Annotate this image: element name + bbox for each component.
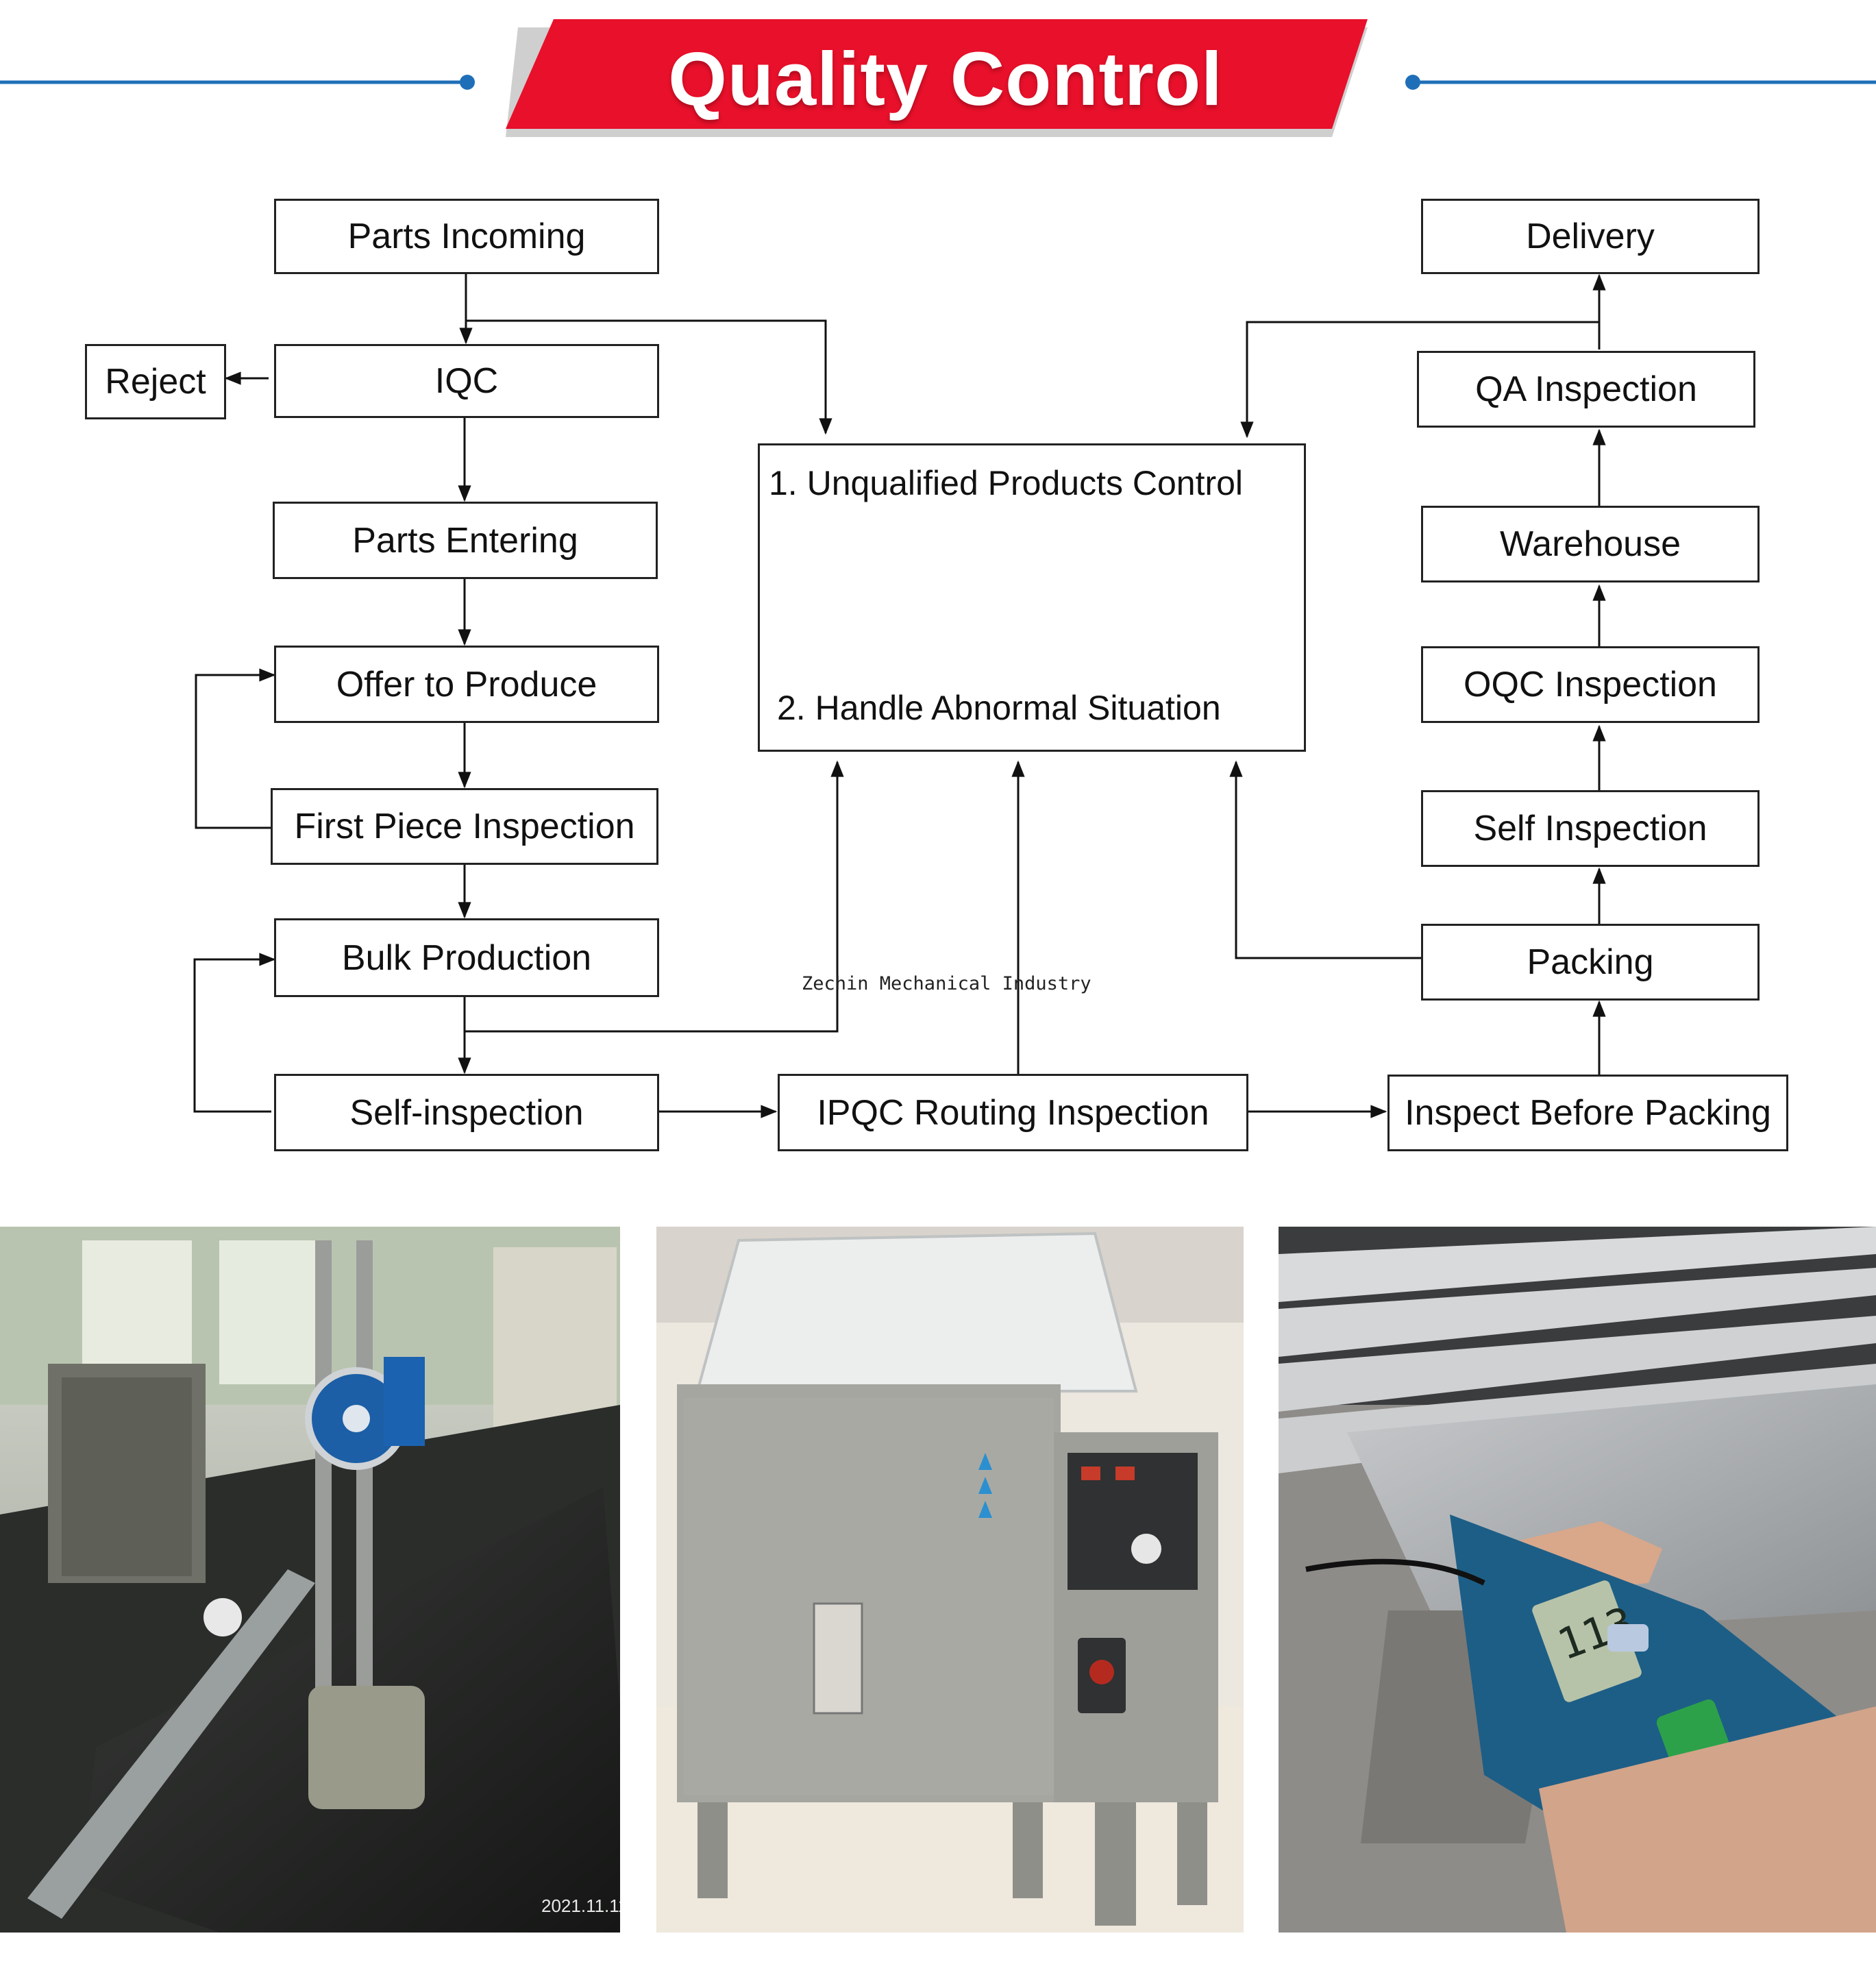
box-iqc: IQC bbox=[274, 344, 659, 418]
photo-height-gauge: 2021.11.11 15:55 bbox=[0, 1227, 620, 1933]
control-line-1: 1. Unqualified Products Control bbox=[769, 464, 1244, 502]
box-warehouse: Warehouse bbox=[1421, 506, 1760, 582]
box-oqc-inspection: OQC Inspection bbox=[1421, 646, 1760, 723]
box-parts-incoming: Parts Incoming bbox=[274, 199, 659, 274]
flowchart-connectors bbox=[193, 273, 1606, 1118]
box-delivery: Delivery bbox=[1421, 199, 1760, 274]
box-ipqc-routing-inspection-label: IPQC Routing Inspection bbox=[817, 1092, 1209, 1133]
salt-spray-chamber-illustration bbox=[656, 1227, 1244, 1933]
box-ipqc-routing-inspection: IPQC Routing Inspection bbox=[778, 1074, 1248, 1151]
box-self-inspection-left-label: Self-inspection bbox=[349, 1092, 584, 1133]
watermark: Zechin Mechanical Industry bbox=[802, 973, 1091, 994]
box-iqc-label: IQC bbox=[434, 361, 499, 401]
box-oqc-inspection-label: OQC Inspection bbox=[1464, 665, 1717, 704]
box-qa-inspection-label: QA Inspection bbox=[1475, 369, 1697, 409]
photo-timestamp: 2021.11.11 15:55 bbox=[541, 1896, 620, 1916]
box-bulk-production-label: Bulk Production bbox=[341, 937, 592, 978]
banner-graphic bbox=[0, 19, 1876, 137]
box-bulk-production: Bulk Production bbox=[274, 918, 659, 997]
thickness-meter-illustration: 113 bbox=[1279, 1227, 1876, 1933]
box-inspect-before-packing-label: Inspect Before Packing bbox=[1405, 1093, 1771, 1133]
banner-ribbon bbox=[506, 19, 1368, 129]
box-warehouse-label: Warehouse bbox=[1500, 524, 1681, 564]
box-self-inspection-right: Self Inspection bbox=[1421, 790, 1760, 867]
box-qa-inspection: QA Inspection bbox=[1417, 351, 1755, 428]
control-line-2: 2. Handle Abnormal Situation bbox=[777, 689, 1221, 727]
box-first-piece-inspection-label: First Piece Inspection bbox=[294, 807, 635, 846]
photo-salt-spray-chamber bbox=[656, 1227, 1244, 1933]
page-title: Quality Control bbox=[668, 36, 1223, 121]
box-offer-to-produce-label: Offer to Produce bbox=[336, 664, 597, 704]
box-parts-incoming-label: Parts Incoming bbox=[347, 217, 586, 256]
box-packing-label: Packing bbox=[1527, 942, 1654, 982]
box-first-piece-inspection: First Piece Inspection bbox=[271, 788, 658, 865]
box-parts-entering-label: Parts Entering bbox=[352, 520, 578, 561]
height-gauge-illustration: 2021.11.11 15:55 bbox=[0, 1227, 620, 1933]
box-self-inspection-left: Self-inspection bbox=[274, 1074, 659, 1151]
box-packing: Packing bbox=[1421, 924, 1760, 1001]
box-offer-to-produce: Offer to Produce bbox=[274, 646, 659, 723]
box-delivery-label: Delivery bbox=[1526, 217, 1655, 256]
box-reject-label: Reject bbox=[105, 362, 206, 402]
box-self-inspection-right-label: Self Inspection bbox=[1473, 809, 1707, 848]
banner-right-dot bbox=[1405, 75, 1420, 90]
banner-left-dot bbox=[460, 75, 475, 90]
box-parts-entering: Parts Entering bbox=[273, 502, 658, 579]
box-reject: Reject bbox=[85, 344, 226, 419]
box-inspect-before-packing: Inspect Before Packing bbox=[1387, 1075, 1788, 1151]
photo-thickness-meter: 113 bbox=[1279, 1227, 1876, 1933]
box-unqualified-control bbox=[758, 443, 1306, 752]
